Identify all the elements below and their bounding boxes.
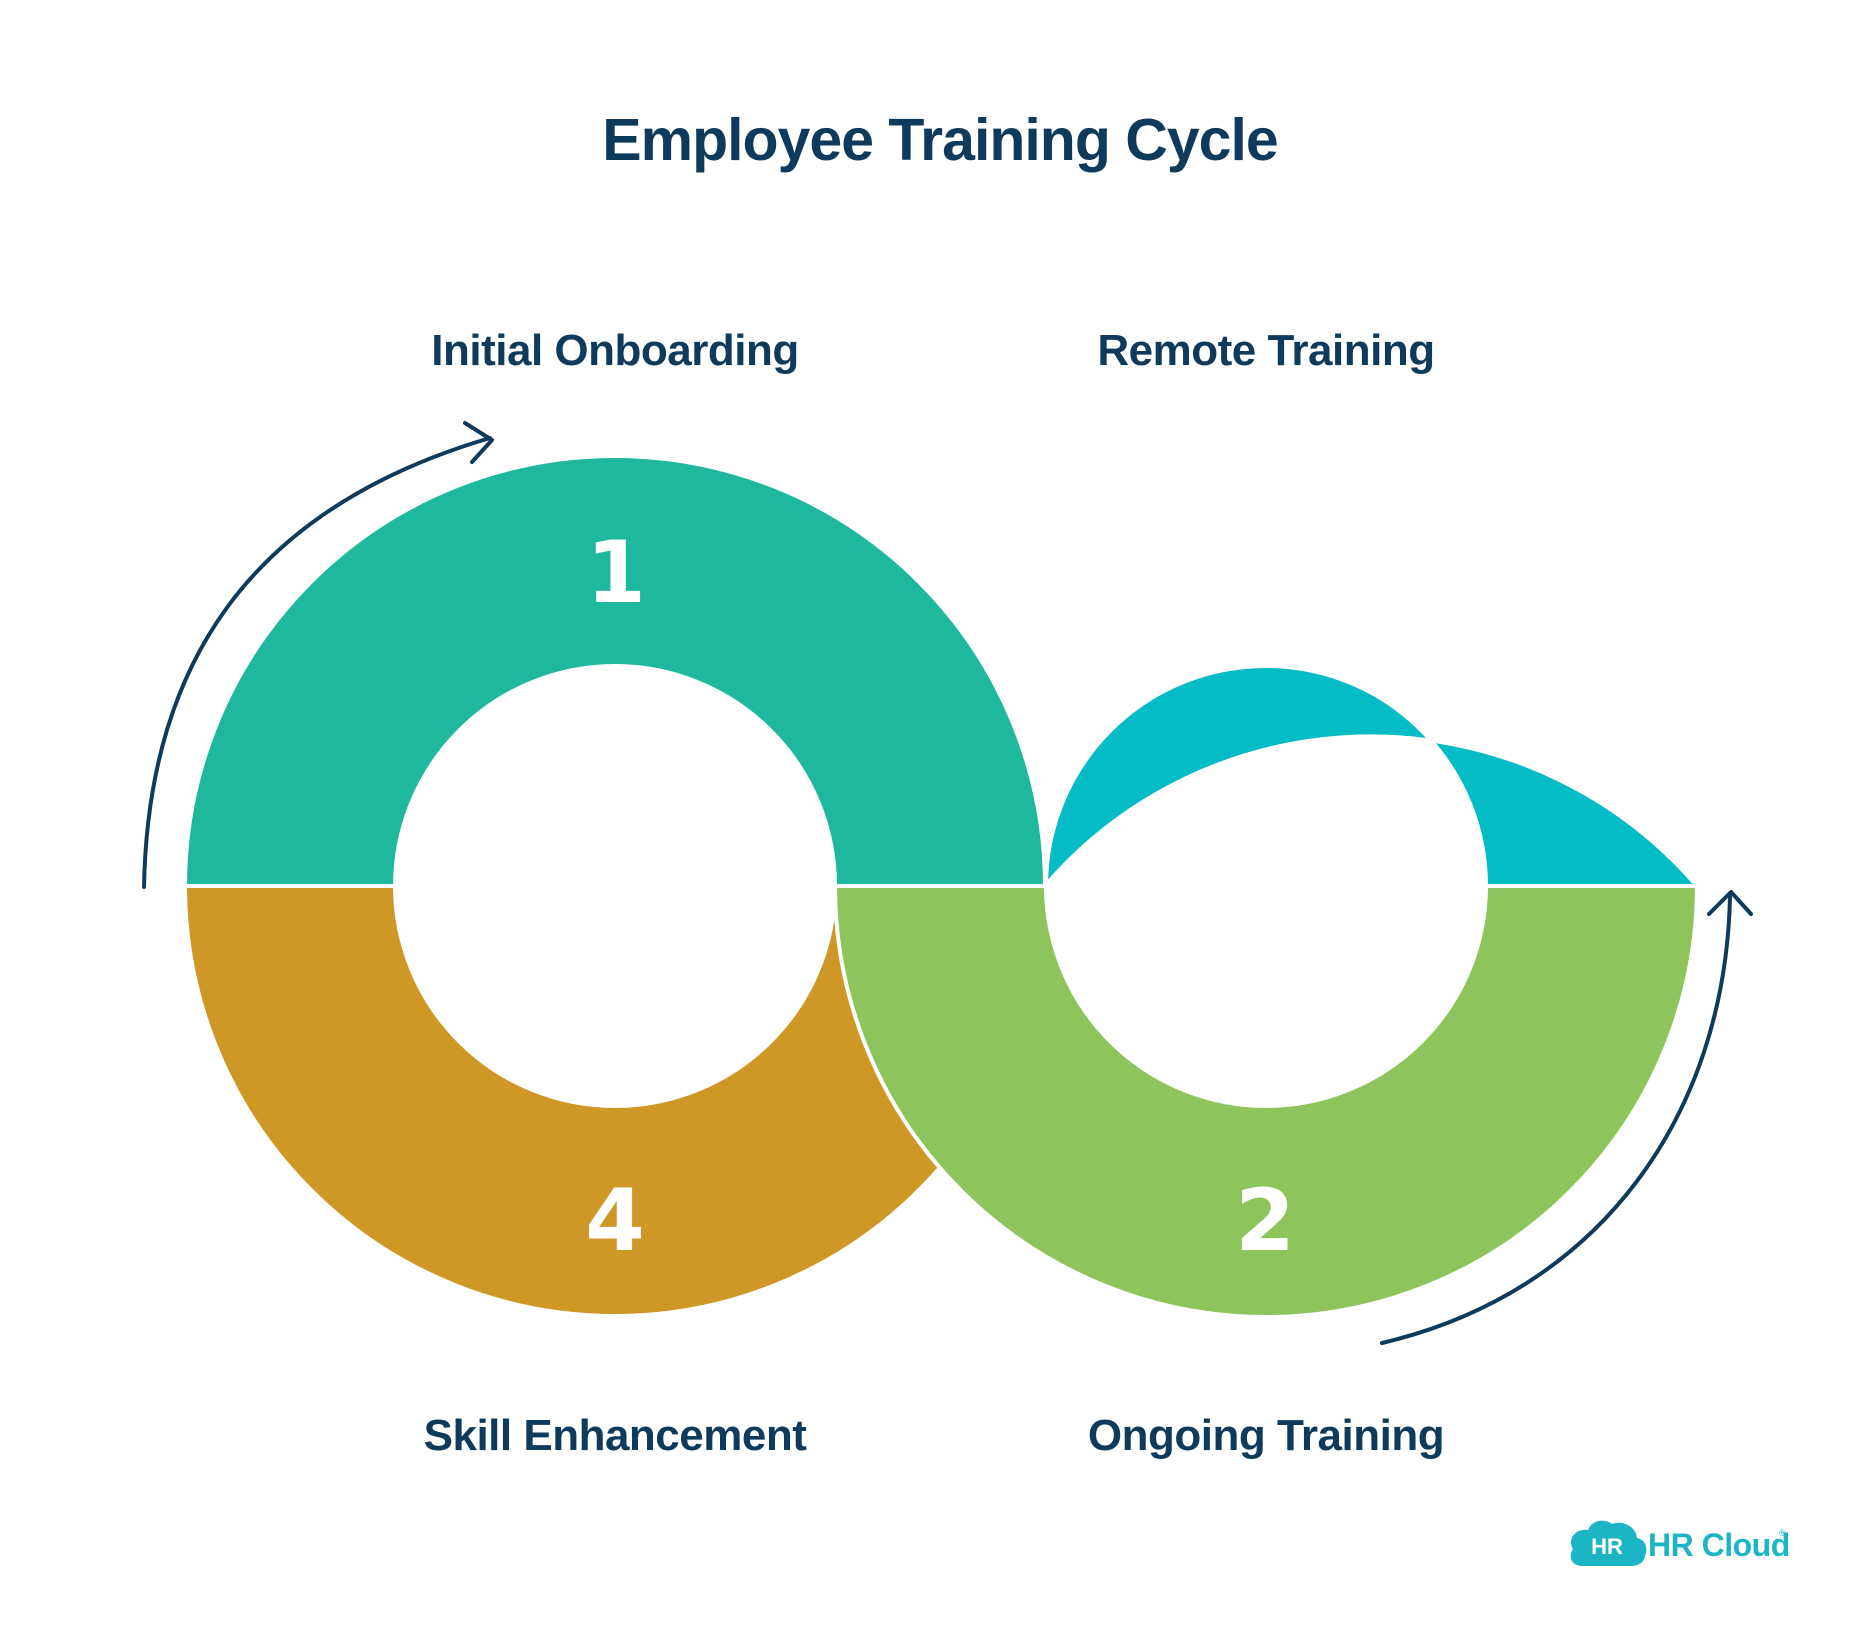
stage-label-3: Remote Training: [1097, 326, 1434, 375]
ring-segment-3: [1043, 664, 1699, 888]
stage-number-1: 1: [586, 523, 646, 623]
hr-cloud-logo: HR HR Cloud ®: [1570, 1520, 1790, 1566]
stage-number-3: 3: [1235, 523, 1295, 623]
logo-badge-text: HR: [1591, 1534, 1623, 1559]
stage-number-4: 4: [585, 1171, 645, 1271]
stage-number-2: 2: [1235, 1171, 1295, 1271]
stage-label-1: Initial Onboarding: [431, 326, 798, 375]
curved-arrow-icon: [1380, 890, 1753, 1345]
curved-arrow-icon: [142, 421, 494, 889]
ring-segment-2: [833, 884, 1699, 1319]
stage-label-4: Skill Enhancement: [424, 1411, 808, 1460]
cloud-logo-icon: HR: [1570, 1520, 1647, 1566]
logo-registered-mark: ®: [1779, 1528, 1786, 1538]
page-title: Employee Training Cycle: [602, 107, 1277, 173]
ring-segment-1: [183, 454, 1047, 888]
logo-name: HR Cloud: [1648, 1527, 1790, 1563]
stage-label-2: Ongoing Training: [1088, 1411, 1444, 1460]
